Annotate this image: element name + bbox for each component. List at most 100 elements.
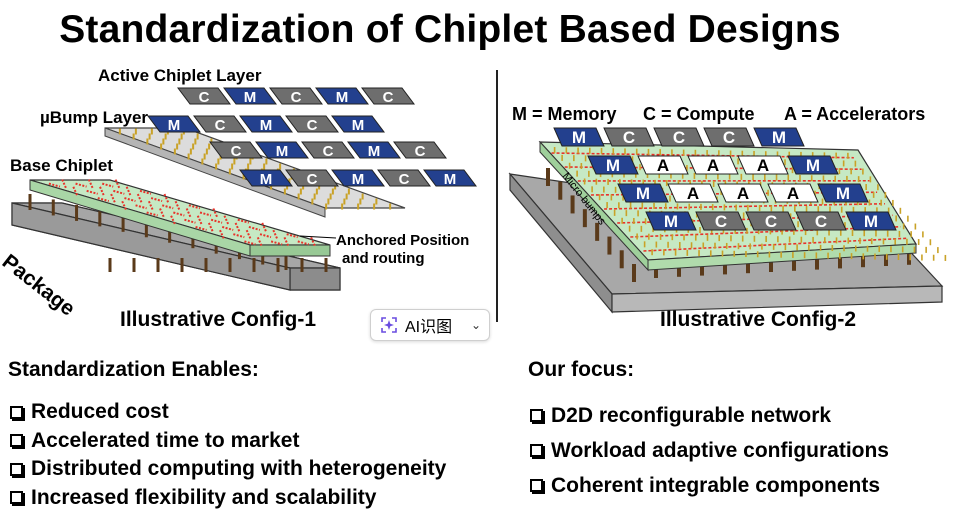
routing-trace [219,229,225,240]
chiplet-letter: C [307,117,318,134]
routing-trace [223,215,230,226]
routing-trace [174,200,181,211]
ai-button-label: AI识图 [405,319,453,336]
compute-chiplet [361,87,415,105]
memory-chiplet [753,127,805,147]
compute-chiplet [269,87,323,105]
routing-trace [139,189,152,195]
routing-trace [72,186,79,197]
config-1-caption: Illustrative Config-1 [120,308,317,331]
enables-item: Reduced cost [10,398,446,427]
focus-item-text: D2D reconfigurable network [551,403,832,427]
focus-item: Workload adaptive configurations [530,433,889,468]
chiplet-letter: C [291,89,302,106]
routing-trace [234,222,241,233]
routing-trace [114,179,121,190]
enables-heading: Standardization Enables: [8,358,259,381]
routing-trace [161,204,174,210]
memory-chiplet [845,211,897,231]
anchored-line-1: Anchored Position [336,232,470,249]
memory-chiplet [617,183,669,203]
routing-trace [259,233,272,239]
chiplet-letter: M [260,171,273,188]
chiplet-letter: M [368,143,381,160]
routing-trace [173,211,185,217]
chiplet-letter: C [215,117,226,134]
routing-trace [86,189,98,195]
checkbox-bullet-icon [10,491,23,505]
routing-trace [210,218,223,224]
focus-item-text: Coherent integrable components [551,473,881,497]
chiplet-letter: M [336,89,349,106]
chiplet-letter: M [260,117,273,134]
compute-chiplet [703,127,755,147]
divider [496,70,498,322]
chiplet-letter: C [307,171,318,188]
routing-trace [163,193,170,204]
routing-trace [261,222,268,233]
routing-trace [125,186,132,197]
accelerator-chiplet [767,183,819,203]
routing-trace [147,200,154,211]
routing-trace [48,182,61,188]
compute-chiplet [795,211,847,231]
base-chiplet-label: Base Chiplet [10,156,113,175]
sparkle-icon [379,315,399,335]
routing-trace [97,197,110,203]
compute-chiplet [745,211,797,231]
checkbox-bullet-icon [10,434,23,448]
checkbox-bullet-icon [530,444,543,457]
routing-trace [61,179,68,190]
checkbox-bullet-icon [530,409,543,422]
routing-trace [135,204,147,210]
active-chiplet-layer-label: Active Chiplet Layer [98,66,262,85]
routing-trace [184,218,196,224]
left-package-pins [28,194,328,272]
ai-image-recognition-button[interactable]: AI识图 ⌄ [370,309,490,341]
routing-trace [270,240,283,246]
chiplet-letter: M [772,128,786,147]
chiplet-letter: C [415,143,426,160]
routing-trace [113,189,125,195]
memory-chiplet [147,115,201,133]
chiplet-letter: A [737,184,749,203]
chiplet-letter: M [168,117,181,134]
chiplet-letter: M [836,184,850,203]
focus-item-text: Workload adaptive configurations [551,438,889,462]
routing-trace [297,240,310,246]
checkbox-bullet-icon [530,479,543,492]
chiplet-letter: M [864,212,878,231]
focus-item: Coherent integrable components [530,468,889,503]
routing-trace [196,215,203,226]
chiplet-letter: C [199,89,210,106]
chiplet-letter: A [707,156,719,175]
compute-chiplet [209,141,263,159]
chiplet-letter: M [444,171,457,188]
focus-heading: Our focus: [528,358,635,381]
memory-chiplet [315,87,369,105]
routing-trace [87,179,94,190]
routing-trace [185,208,192,218]
focus-item: D2D reconfigurable network [530,398,889,433]
compute-chiplet [285,169,339,187]
enables-item: Increased flexibility and scalability [10,484,446,513]
memory-chiplet [787,155,839,175]
accelerator-chiplet [667,183,719,203]
legend-memory: M = Memory [512,104,617,124]
accelerator-chiplet [637,155,689,175]
compute-chiplet [285,115,339,133]
routing-trace [124,197,136,203]
routing-trace [199,211,212,217]
routing-trace [99,186,105,197]
memory-chiplet [423,169,477,187]
enables-item: Accelerated time to market [10,427,446,456]
anchored-leader-line [299,235,337,239]
chiplet-letter: M [606,156,620,175]
chiplet-letter: C [383,89,394,106]
chiplet-letter: M [352,117,365,134]
routing-trace [248,225,261,231]
routing-trace [283,236,290,247]
page-title: Standardization of Chiplet Based Designs [59,8,841,51]
routing-trace [310,236,317,247]
